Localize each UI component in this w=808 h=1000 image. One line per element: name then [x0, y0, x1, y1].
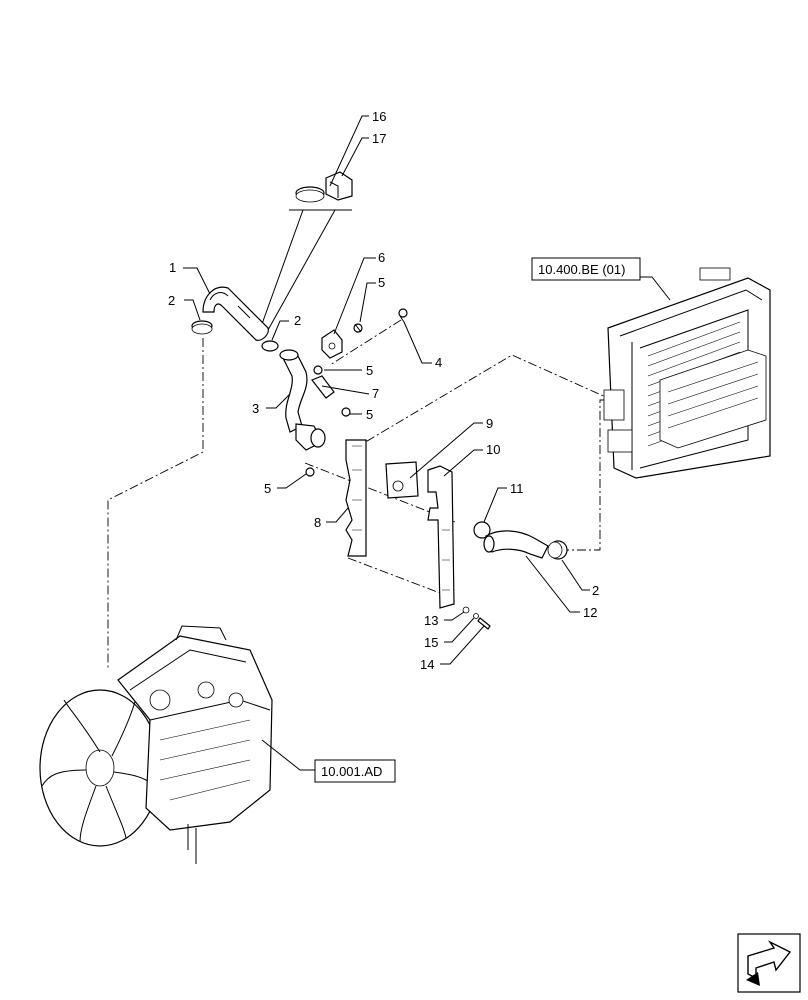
- next-page-arrow-icon[interactable]: [737, 933, 801, 993]
- callout-10: 10: [486, 442, 500, 457]
- callout-2-right: 2: [592, 583, 599, 598]
- callout-11: 11: [510, 481, 524, 496]
- clamp-2-left: [191, 320, 213, 335]
- pipe-3: [279, 349, 326, 451]
- bracket-10: [427, 465, 455, 609]
- gasket-9: [385, 461, 419, 499]
- callout-6: 6: [378, 250, 385, 265]
- bolt-5-a: [353, 323, 363, 333]
- callout-1: 1: [169, 260, 176, 275]
- callout-5-b: 5: [366, 363, 373, 378]
- hose-12: [483, 530, 549, 559]
- plate-8: [345, 439, 367, 557]
- callout-13: 13: [424, 613, 438, 628]
- clamp-2-middle: [261, 340, 279, 352]
- reference-engine-label: 10.001.AD: [321, 764, 382, 779]
- callout-14: 14: [420, 657, 434, 672]
- bolt-4: [398, 308, 408, 323]
- hose-1: [202, 286, 269, 341]
- engine-assembly: [39, 625, 273, 864]
- bolt-5-d: [305, 467, 315, 477]
- callout-9: 9: [486, 416, 493, 431]
- callout-4: 4: [435, 355, 442, 370]
- clamp-11: [473, 521, 491, 539]
- clamp-detail-16-17: [261, 171, 353, 331]
- callout-16: 16: [372, 109, 386, 124]
- callout-2-middle: 2: [294, 313, 301, 328]
- leader-lines: [183, 115, 671, 771]
- clamp-2-right: [547, 540, 568, 560]
- callout-5-d: 5: [264, 481, 271, 496]
- callout-5-c: 5: [366, 407, 373, 422]
- bracket-7: [311, 375, 335, 399]
- callout-3: 3: [252, 401, 259, 416]
- callout-7: 7: [372, 386, 379, 401]
- callout-15: 15: [424, 635, 438, 650]
- callout-8: 8: [314, 515, 321, 530]
- reference-engine[interactable]: 10.001.AD: [314, 759, 396, 783]
- fastener-13-15-14: [462, 606, 491, 630]
- radiator-assembly: [603, 267, 771, 479]
- bolt-5-c: [341, 407, 351, 417]
- bolt-5-b: [313, 365, 323, 375]
- reference-radiator-label: 10.400.BE (01): [538, 262, 625, 277]
- bracket-6: [321, 329, 343, 359]
- reference-radiator[interactable]: 10.400.BE (01): [531, 257, 641, 281]
- callout-12: 12: [583, 605, 597, 620]
- callout-2-left: 2: [168, 293, 175, 308]
- callout-17: 17: [372, 131, 386, 146]
- callout-5-a: 5: [378, 275, 385, 290]
- callout-labels: 16 17 1 2 2 6 5 4 5 7 5 3 9 10 5 11 8 2 …: [168, 109, 599, 672]
